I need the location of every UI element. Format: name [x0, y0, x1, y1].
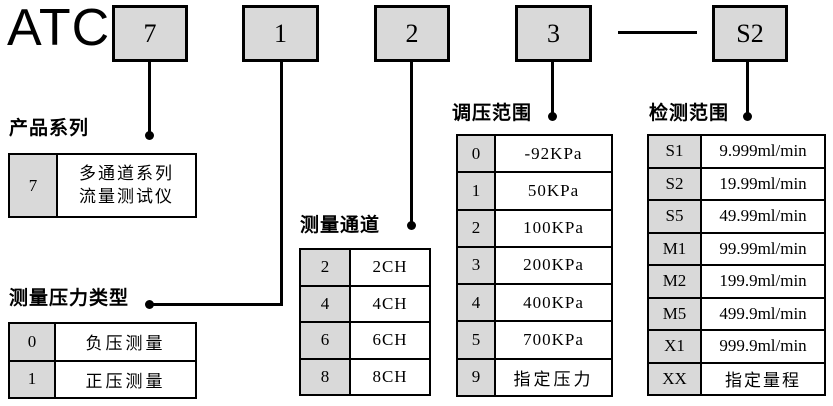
channels-code-cell: 8 [301, 359, 351, 394]
detection-range-desc-cell: 999.9ml/min [719, 336, 807, 356]
detection-range-code-cell: M5 [649, 298, 702, 329]
table-row: XX 指定量程 [649, 361, 824, 394]
table-row: S2 19.99ml/min [649, 166, 824, 199]
section-label-channels: 测量通道 [300, 215, 381, 236]
table-row: S5 49.99ml/min [649, 199, 824, 232]
series-table: 7 多通道系列 流量测试仪 [8, 153, 197, 218]
table-row: 1 正压测量 [10, 359, 195, 397]
pressure-range-desc-cell: 100KPa [523, 218, 584, 238]
channels-code-cell: 4 [301, 286, 351, 321]
pressure-type-desc-cell: 负压测量 [85, 334, 166, 354]
table-row: 5 700KPa [458, 320, 611, 358]
detection-range-desc-cell: 199.9ml/min [719, 271, 807, 291]
pressure-range-code-cell: 1 [458, 173, 496, 209]
detection-range-code-cell: M2 [649, 266, 702, 297]
table-row: M2 199.9ml/min [649, 264, 824, 297]
section-label-series: 产品系列 [9, 118, 90, 139]
channels-desc-cell: 2CH [372, 257, 408, 277]
detection-range-table: S1 9.999ml/min S2 19.99ml/min S5 49.99ml… [647, 134, 826, 396]
pressure-range-desc-cell: -92KPa [524, 143, 583, 163]
table-row: 6 6CH [301, 321, 429, 358]
table-row: 1 50KPa [458, 171, 611, 209]
code-box-pressure-range: 3 [515, 5, 592, 62]
pressure-range-desc-cell: 指定压力 [513, 369, 594, 389]
channels-desc-cell: 8CH [372, 366, 408, 386]
section-label-detection-range: 检测范围 [649, 103, 730, 124]
detection-range-desc-cell: 19.99ml/min [719, 173, 807, 193]
code-box-series: 7 [112, 5, 188, 62]
detection-range-desc-cell: 9.999ml/min [719, 141, 807, 161]
channels-code-cell: 6 [301, 323, 351, 358]
table-row: M5 499.9ml/min [649, 296, 824, 329]
detection-range-desc-cell: 499.9ml/min [719, 303, 807, 323]
table-row: M1 99.99ml/min [649, 231, 824, 264]
connector-line-pressure-type-horizontal [148, 303, 283, 306]
channels-table: 2 2CH 4 4CH 6 6CH 8 8CH [299, 248, 431, 396]
table-row: 9 指定压力 [458, 357, 611, 395]
pressure-type-code-cell: 0 [10, 324, 56, 360]
code-box-pressure-type: 1 [242, 5, 319, 62]
pressure-range-desc-cell: 50KPa [527, 180, 580, 200]
pressure-range-code-cell: 5 [458, 322, 496, 358]
detection-range-code-cell: S2 [649, 168, 702, 199]
detection-range-desc-cell: 49.99ml/min [719, 206, 807, 226]
pressure-range-code-cell: 0 [458, 136, 496, 172]
pressure-range-desc-cell: 200KPa [523, 255, 584, 275]
series-desc-cell: 多通道系列 流量测试仪 [79, 163, 174, 206]
pressure-type-table: 0 负压测量 1 正压测量 [8, 322, 197, 399]
connector-line-detection-range [746, 62, 749, 115]
pressure-range-code-cell: 3 [458, 247, 496, 284]
connector-line-pressure-range [551, 62, 554, 115]
pressure-type-code-cell: 1 [10, 361, 56, 397]
table-row: 2 100KPa [458, 208, 611, 246]
table-row: S1 9.999ml/min [649, 136, 824, 167]
connector-dot-pressure-type [145, 300, 154, 309]
code-box-channels: 2 [374, 5, 450, 62]
pressure-range-code-cell: 4 [458, 285, 496, 321]
detection-range-code-cell: X1 [649, 331, 702, 362]
channels-code-cell: 2 [301, 250, 351, 285]
connector-line-pressure-type-vertical [280, 62, 283, 306]
table-row: 3 200KPa [458, 245, 611, 284]
section-label-pressure-range: 调压范围 [452, 103, 533, 124]
series-code-cell: 7 [10, 155, 58, 216]
connector-line-series [148, 62, 151, 134]
channels-desc-cell: 6CH [372, 330, 408, 350]
table-row: 0 -92KPa [458, 136, 611, 172]
connector-dot-pressure-range [548, 112, 557, 121]
table-row: 8 8CH [301, 357, 429, 394]
detection-range-code-cell: XX [649, 363, 702, 394]
pressure-range-code-cell: 2 [458, 210, 496, 246]
channels-desc-cell: 4CH [372, 293, 408, 313]
table-row: 2 2CH [301, 250, 429, 285]
detection-range-code-cell: S1 [649, 136, 702, 167]
connector-dot-detection-range [743, 112, 752, 121]
detection-range-code-cell: S5 [649, 201, 702, 232]
connector-dot-series [145, 131, 154, 140]
detection-range-desc-cell: 指定量程 [725, 371, 801, 391]
table-row: 0 负压测量 [10, 324, 195, 360]
section-label-pressure-type: 测量压力类型 [9, 288, 130, 309]
table-row: 4 400KPa [458, 283, 611, 321]
pressure-type-desc-cell: 正压测量 [85, 371, 166, 391]
detection-range-desc-cell: 99.99ml/min [719, 238, 807, 258]
connector-line-channels [410, 62, 413, 224]
code-separator-dash [618, 31, 697, 34]
pressure-range-desc-cell: 400KPa [523, 292, 584, 312]
product-prefix: ATC [7, 0, 111, 57]
connector-dot-channels [407, 221, 416, 230]
code-box-detection-range: S2 [712, 5, 788, 62]
pressure-range-table: 0 -92KPa 1 50KPa 2 100KPa 3 200KPa 4 400… [456, 134, 613, 397]
detection-range-code-cell: M1 [649, 233, 702, 264]
table-row: 4 4CH [301, 284, 429, 321]
table-row: 7 多通道系列 流量测试仪 [10, 155, 195, 216]
pressure-range-desc-cell: 700KPa [523, 330, 584, 350]
pressure-range-code-cell: 9 [458, 359, 496, 395]
table-row: X1 999.9ml/min [649, 329, 824, 362]
